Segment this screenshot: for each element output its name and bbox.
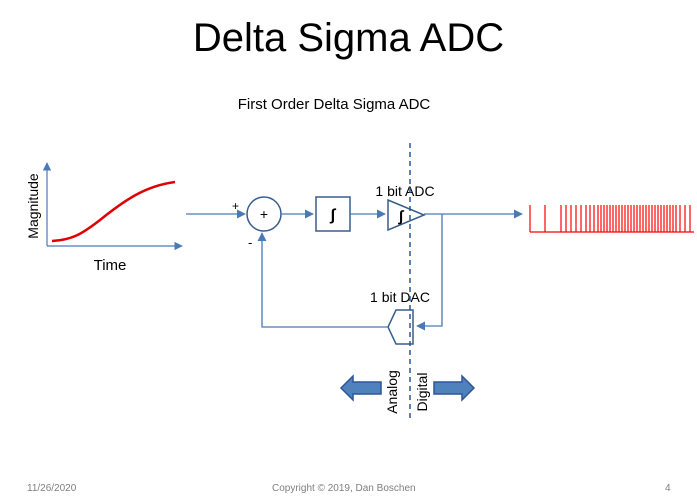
output-bitstream xyxy=(529,205,694,233)
comparator-symbol: ∫ xyxy=(398,208,405,225)
slide-title: Delta Sigma ADC xyxy=(192,16,505,60)
input-plot-y-label: Magnitude xyxy=(25,173,41,239)
dac-block xyxy=(387,309,414,345)
comparator-triangle: ∫ xyxy=(387,198,426,232)
integrator-symbol: ∫ xyxy=(329,207,337,224)
digital-label: Digital xyxy=(414,373,430,412)
footer-copyright: Copyright © 2019, Dan Boschen xyxy=(272,483,416,494)
summer-symbol: + xyxy=(260,206,268,222)
input-plot-x-label: Time xyxy=(94,257,127,274)
input-plot: Magnitude Time xyxy=(25,162,183,274)
diagram-subtitle: First Order Delta Sigma ADC xyxy=(237,96,431,113)
comparator-to-dac-line xyxy=(416,214,443,331)
summer-node: + xyxy=(246,196,282,232)
footer-date: 11/26/2020 xyxy=(27,483,77,494)
comparator-label: 1 bit ADC xyxy=(375,183,434,199)
dac-to-summer-feedback-line xyxy=(257,232,388,328)
dac-label: 1 bit DAC xyxy=(370,289,430,305)
page-number: 4 xyxy=(665,483,671,494)
digital-arrow-icon xyxy=(433,374,476,402)
integrator-block: ∫ xyxy=(315,196,351,232)
analog-label: Analog xyxy=(384,370,400,414)
summer-minus-sign: - xyxy=(248,235,252,250)
summer-plus-sign: + xyxy=(232,199,239,213)
analog-arrow-icon xyxy=(339,374,382,402)
input-signal-curve xyxy=(51,180,176,243)
